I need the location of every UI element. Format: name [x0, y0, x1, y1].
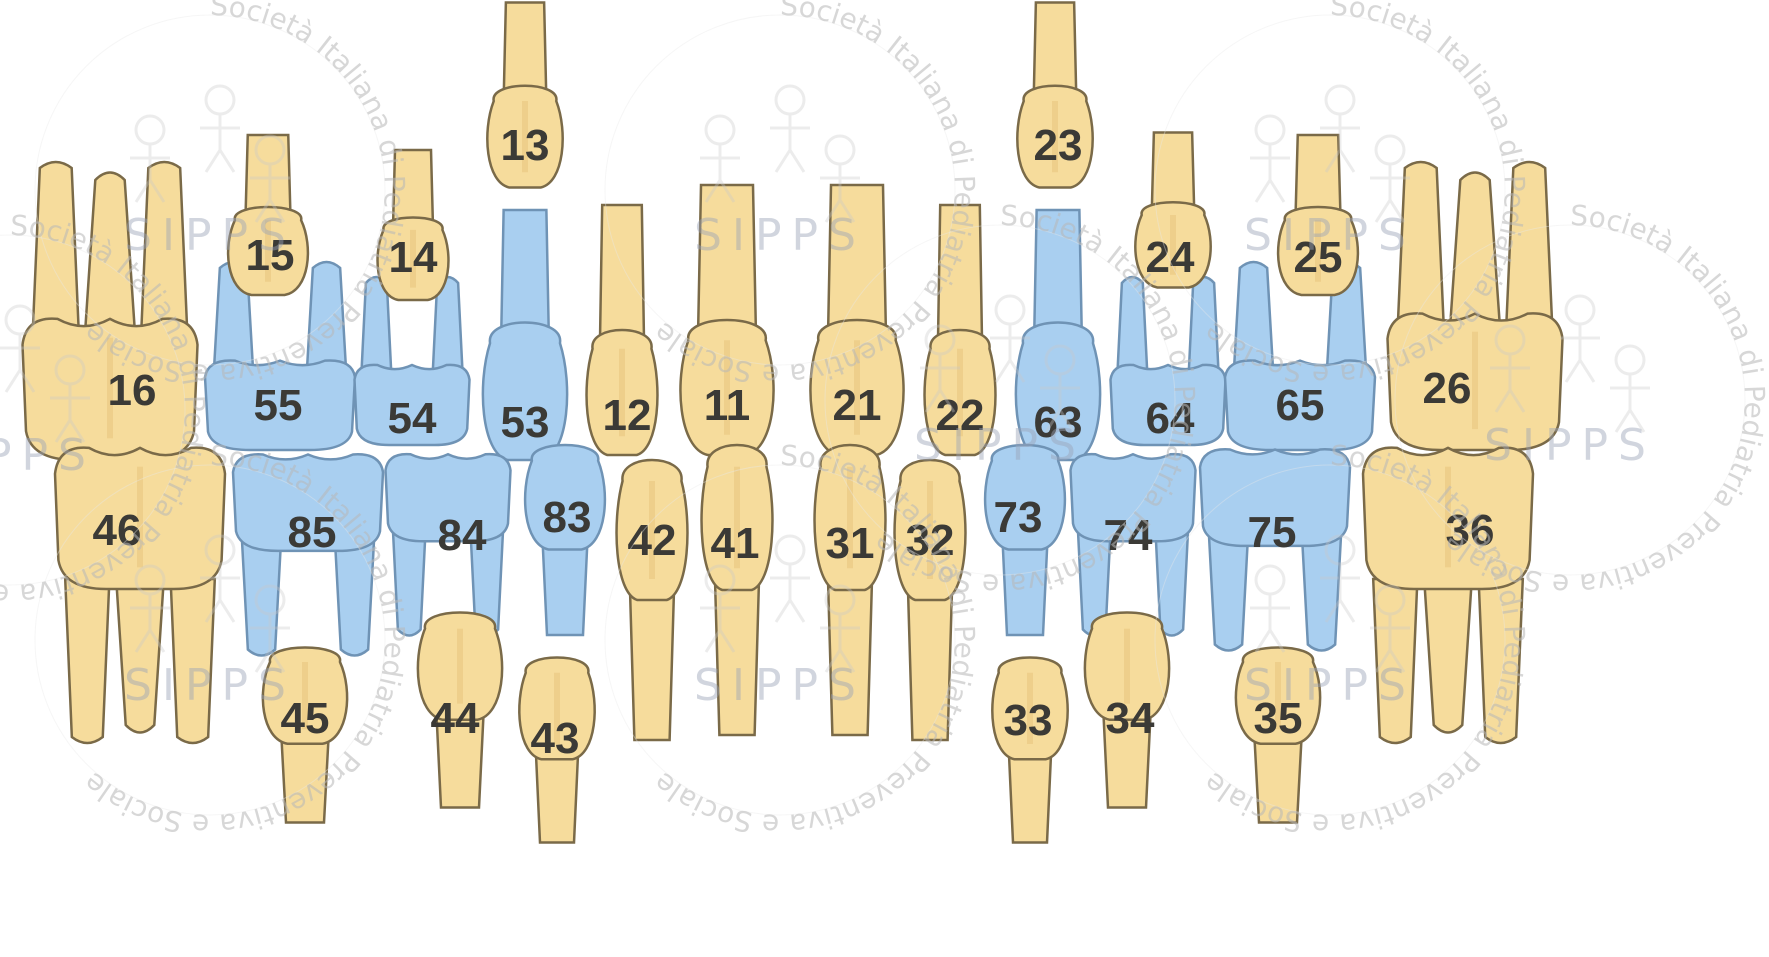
- tooth-root: [1152, 133, 1195, 213]
- tooth-root: [1034, 3, 1077, 96]
- tooth-number-41: 41: [711, 519, 760, 568]
- tooth-root: [543, 540, 588, 636]
- watermark-child-figure: [1560, 296, 1600, 382]
- tooth-root: [1009, 749, 1052, 842]
- tooth-23: 23: [1017, 3, 1092, 188]
- watermark-acronym: SIPPS: [1244, 660, 1416, 711]
- watermark-child-figure: [200, 86, 240, 172]
- watermark-acronym: SIPPS: [1244, 210, 1416, 261]
- tooth-33: 33: [992, 658, 1067, 843]
- watermark-acronym: SIPPS: [694, 660, 866, 711]
- tooth-number-73: 73: [994, 493, 1043, 542]
- tooth-root: [1302, 536, 1341, 651]
- tooth-number-12: 12: [603, 391, 652, 440]
- tooth-number-31: 31: [826, 519, 875, 568]
- tooth-root: [1156, 531, 1189, 635]
- tooth-73: 73: [985, 445, 1065, 635]
- tooth-number-84: 84: [438, 511, 487, 560]
- tooth-number-43: 43: [531, 714, 580, 763]
- tooth-number-75: 75: [1248, 508, 1297, 557]
- tooth-root: [536, 749, 579, 842]
- tooth-83: 83: [525, 445, 605, 635]
- tooth-number-44: 44: [431, 694, 480, 743]
- tooth-root: [715, 580, 759, 735]
- tooth-number-55: 55: [254, 381, 303, 430]
- tooth-root: [65, 579, 109, 743]
- tooth-root: [1296, 135, 1341, 217]
- watermark-acronym: SIPPS: [694, 210, 866, 261]
- tooth-number-42: 42: [628, 516, 677, 565]
- tooth-root: [242, 541, 281, 656]
- tooth-34: 34: [1085, 613, 1169, 808]
- tooth-number-54: 54: [388, 394, 437, 443]
- tooth-root: [600, 205, 644, 340]
- watermark-acronym: SIPPS: [1484, 420, 1656, 471]
- watermark-acronym: SIPPS: [914, 420, 1086, 471]
- tooth-number-11: 11: [704, 381, 751, 430]
- tooth-43: 43: [519, 658, 594, 843]
- watermark-child-figure: [1250, 116, 1290, 202]
- tooth-12: 12: [587, 205, 658, 455]
- tooth-number-83: 83: [543, 493, 592, 542]
- tooth-number-33: 33: [1004, 696, 1053, 745]
- tooth-number-13: 13: [501, 121, 550, 170]
- tooth-number-53: 53: [501, 398, 550, 447]
- tooth-number-21: 21: [833, 381, 882, 430]
- tooth-44: 44: [418, 613, 502, 808]
- watermark-acronym: SIPPS: [124, 660, 296, 711]
- tooth-number-23: 23: [1034, 121, 1083, 170]
- watermark-acronym: SIPPS: [124, 210, 296, 261]
- tooth-number-26: 26: [1423, 364, 1472, 413]
- watermark-child-figure: [1250, 566, 1290, 652]
- tooth-53: 53: [483, 210, 567, 460]
- watermark-seal: Società Italiana di Pediatria Preventiva…: [605, 0, 981, 391]
- tooth-42: 42: [617, 460, 688, 740]
- tooth-root: [501, 210, 549, 333]
- tooth-13: 13: [487, 3, 562, 188]
- tooth-number-34: 34: [1106, 694, 1155, 743]
- tooth-root: [630, 590, 674, 740]
- tooth-root: [1424, 579, 1472, 733]
- watermark-child-figure: [770, 86, 810, 172]
- tooth-root: [504, 3, 547, 96]
- watermark-child-figure: [770, 536, 810, 622]
- tooth-root: [1209, 536, 1248, 651]
